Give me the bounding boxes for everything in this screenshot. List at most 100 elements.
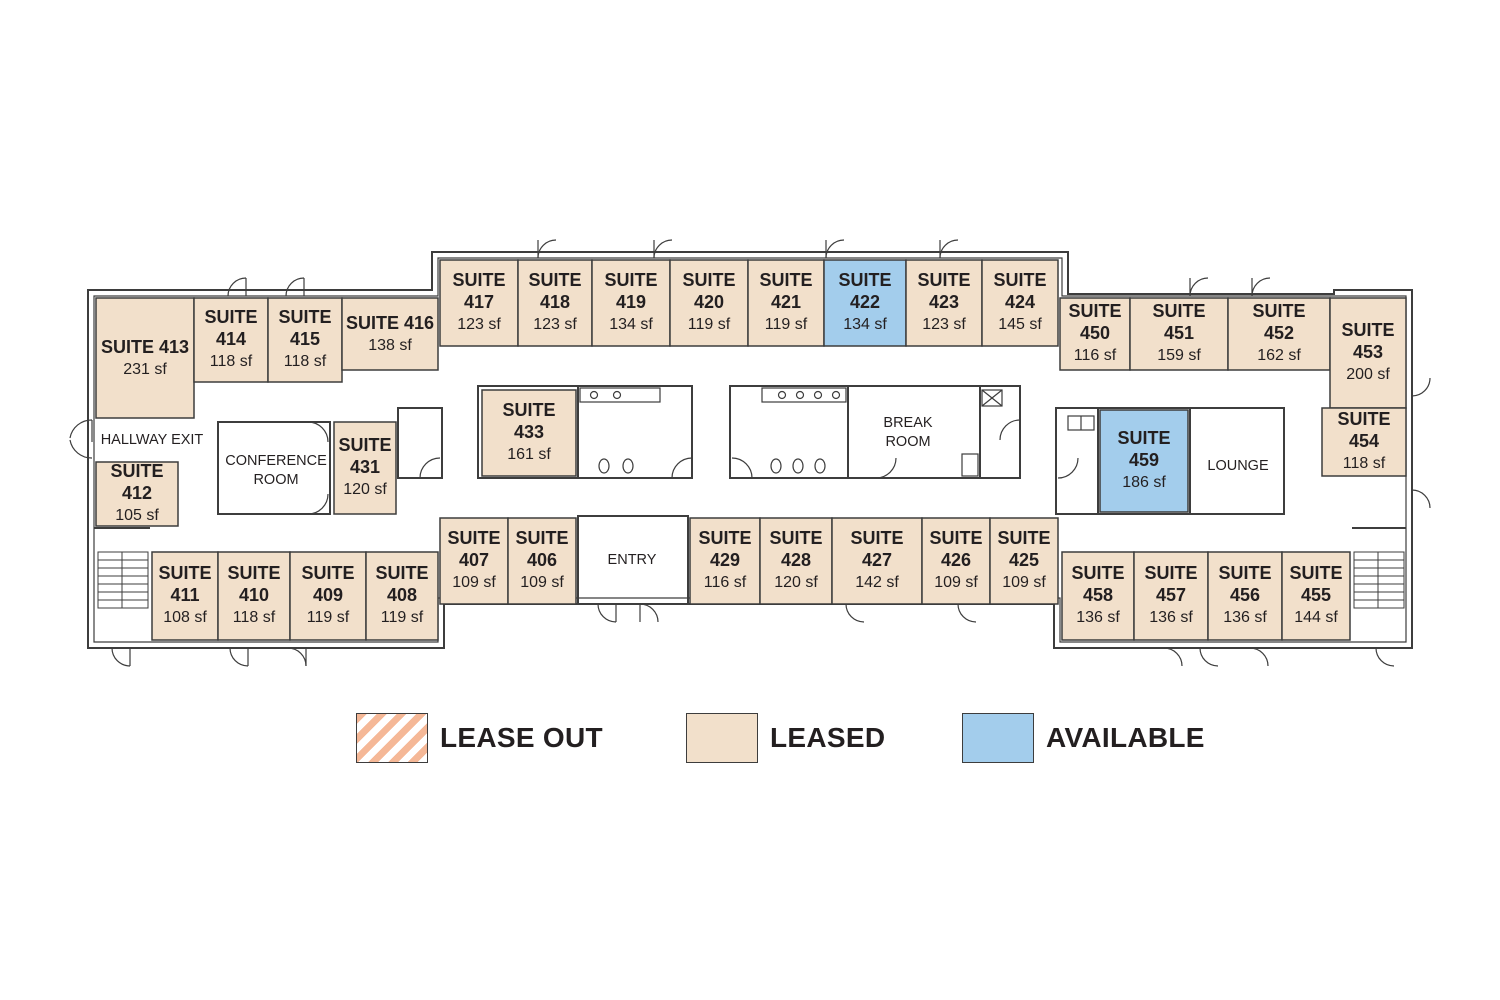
legend-swatch: [962, 713, 1034, 763]
suite-area: [831, 517, 923, 605]
suite-area: [1321, 407, 1407, 477]
suite-area: [689, 517, 761, 605]
suite-area: [921, 517, 991, 605]
legend-swatch: [686, 713, 758, 763]
suite-area: [341, 297, 439, 371]
suite-area: [823, 259, 907, 347]
toilet-icon: [598, 458, 610, 474]
suite-area: [1059, 297, 1131, 371]
suite-area: [193, 297, 269, 383]
suite-area: [1133, 551, 1209, 641]
suite-area: [217, 551, 291, 641]
suite-area: [333, 421, 397, 515]
suite-area: [981, 259, 1059, 347]
suite-area: [1207, 551, 1283, 641]
suite-area: [1099, 409, 1189, 513]
sink-icon: [831, 390, 841, 400]
room-label-hallway-exit: HALLWAY EXIT: [101, 432, 204, 448]
sink-icon: [813, 390, 823, 400]
suite-area: [989, 517, 1059, 605]
suite-area: [517, 259, 593, 347]
suite-area: [1061, 551, 1135, 641]
suite-area: [1129, 297, 1229, 371]
toilet-icon: [622, 458, 634, 474]
legend-item-leased: LEASED: [686, 712, 885, 764]
legend-swatch: [356, 713, 428, 763]
stair-icon: [97, 551, 149, 609]
suite-area: [365, 551, 439, 641]
legend-label: AVAILABLE: [1046, 722, 1205, 753]
door-swings: [69, 239, 1431, 667]
suite-area: [151, 551, 219, 641]
stair-icon: [1353, 551, 1405, 609]
restroom-fixtures: [579, 387, 1095, 477]
suite-area: [591, 259, 671, 347]
legend-item-lease-out: LEASE OUT: [356, 712, 603, 764]
suite-area: [439, 517, 509, 605]
suite-area: [481, 389, 577, 477]
room-label-entry: ENTRY: [608, 552, 657, 568]
suite-area: [759, 517, 833, 605]
legend-label: LEASED: [770, 722, 886, 753]
toilet-icon: [792, 458, 804, 474]
